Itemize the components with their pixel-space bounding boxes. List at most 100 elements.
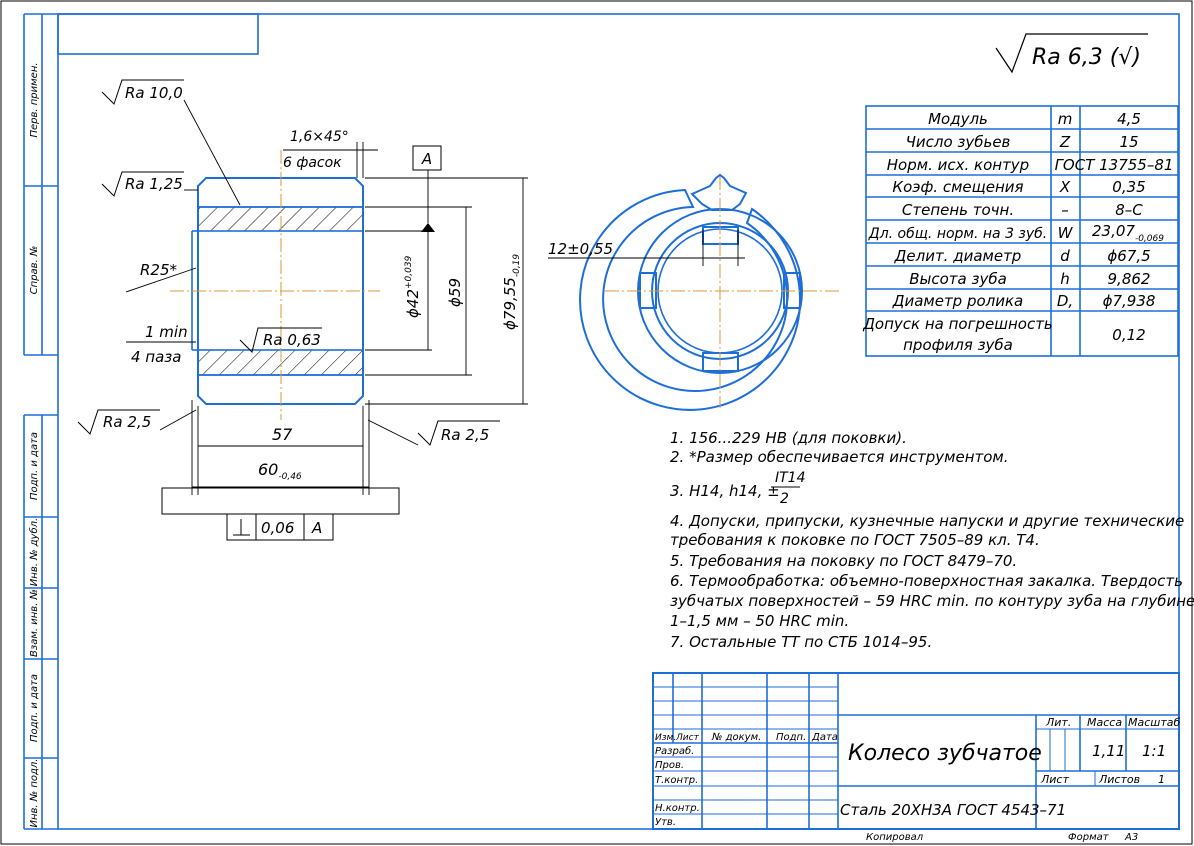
- param-val: 4,5: [1117, 110, 1141, 128]
- bore-diameter: ϕ42+0,039: [404, 255, 422, 318]
- col-header: Лист: [675, 733, 700, 743]
- param-val: 8–C: [1115, 201, 1143, 219]
- param-name: Делит. диаметр: [894, 247, 1022, 265]
- side-label-5: Взам. инв. №: [29, 589, 40, 657]
- general-roughness: Ra 6,3 (√): [995, 33, 1148, 74]
- param-val: 9,862: [1108, 270, 1151, 288]
- part-name: Колесо зубчатое: [848, 741, 1042, 766]
- side-label-6: Подп. и дата: [29, 674, 40, 742]
- param-name-2: профиля зуба: [903, 336, 1013, 354]
- mass-header: Масса: [1087, 716, 1122, 729]
- param-sym: d: [1060, 247, 1070, 265]
- perp-tol-datum: A: [311, 519, 322, 537]
- note-fraction-den: 2: [780, 491, 789, 507]
- col-header: Изм.: [655, 733, 676, 743]
- note-line: 1–1,5 мм – 50 HRC min.: [670, 612, 849, 630]
- col-header: Дата: [811, 732, 838, 743]
- param-val: 0,35: [1112, 178, 1145, 196]
- perp-tolerance-frame: [226, 513, 334, 541]
- note-line: 1. 156...229 HB (для поковки).: [670, 429, 907, 447]
- gear-outline: [197, 177, 364, 405]
- perp-tol-value: 0,06: [261, 519, 294, 537]
- row-label: Пров.: [655, 760, 684, 771]
- param-val: ГОСТ 13755–81: [1055, 156, 1174, 174]
- param-name: Модуль: [928, 110, 988, 128]
- width-60: 60-0,46: [258, 460, 302, 482]
- pitch-diameter: ϕ59: [446, 278, 464, 307]
- row-label: Утв.: [655, 817, 676, 828]
- param-sym: W: [1058, 224, 1074, 242]
- outer-diameter: ϕ79,55-0,19: [501, 254, 522, 330]
- side-label-4: Инв. № дубл.: [28, 518, 40, 586]
- note-line: 4. Допуски, припуски, кузнечные напуски …: [670, 512, 1184, 530]
- sheets-count: 1: [1158, 773, 1165, 786]
- note-line: 5. Требования на поковку по ГОСТ 8479–70…: [670, 552, 1017, 570]
- part-material: Сталь 20ХН3А ГОСТ 4543–71: [840, 801, 1066, 819]
- param-sym: m: [1058, 110, 1073, 128]
- param-sym: D,: [1057, 292, 1073, 310]
- param-name: Норм. исх. контур: [887, 156, 1029, 174]
- sheets-label: Листов: [1098, 773, 1140, 786]
- col-header: Подп.: [776, 732, 806, 743]
- col-header: № докум.: [711, 732, 761, 743]
- note-line: 6. Термообработка: объемно-поверхностная…: [670, 572, 1183, 590]
- section-view: A ϕ42+0,039 ϕ59 ϕ79,55-0,19 1,6×45° 6 фа…: [77, 79, 528, 541]
- row-label: Н.контр.: [655, 803, 700, 814]
- side-label-2: Справ. №: [29, 246, 40, 295]
- side-label-3: Подп. и дата: [29, 432, 40, 500]
- width-57: 57: [272, 425, 293, 444]
- copied-label: Копировал: [866, 832, 924, 843]
- param-val: ϕ67,5: [1107, 247, 1150, 265]
- param-sym: h: [1060, 270, 1070, 288]
- front-view: 12±0,55: [548, 173, 842, 411]
- radius-dim: R25*: [140, 261, 178, 279]
- note-line: 2. *Размер обеспечивается инструментом.: [670, 448, 1009, 466]
- technical-notes: 1. 156...229 HB (для поковки). 2. *Разме…: [670, 429, 1194, 651]
- format-label: Формат: [1068, 832, 1110, 843]
- param-sym: X: [1059, 178, 1071, 196]
- scale-header: Масштаб: [1128, 716, 1180, 729]
- mass-value: 1,11: [1092, 742, 1125, 760]
- title-block: Лит. Масса Масштаб 1,11 1:1 Лист Листов …: [652, 672, 1180, 830]
- lit-header: Лит.: [1045, 716, 1071, 729]
- param-val: ϕ7,938: [1103, 292, 1156, 310]
- top-left-box: [57, 13, 259, 55]
- side-strip: Перв. примен. Справ. № Подп. и дата Инв.…: [23, 13, 58, 830]
- param-name: Число зубьев: [906, 133, 1011, 151]
- param-name: Степень точн.: [902, 201, 1014, 219]
- note-line: требования к поковке по ГОСТ 7505–89 кл.…: [670, 531, 1040, 549]
- roughness-ra-1-25: Ra 1,25: [125, 175, 183, 193]
- side-label-1: Перв. примен.: [29, 62, 40, 137]
- row-label: Т.контр.: [655, 775, 698, 786]
- sheet-label: Лист: [1040, 773, 1069, 786]
- param-name: Диаметр ролика: [892, 292, 1024, 310]
- note-line: 3. H14, h14, ±: [670, 482, 780, 500]
- param-sym: Z: [1059, 133, 1071, 151]
- slot-width-dim: 12±0,55: [548, 240, 613, 258]
- roughness-ra-10: Ra 10,0: [125, 84, 183, 102]
- datum-triangle: [421, 223, 435, 232]
- chamfer-dim: 1,6×45°: [290, 129, 349, 145]
- datum-a-label: A: [421, 150, 432, 168]
- chamfer-count: 6 фасок: [283, 155, 342, 171]
- side-label-7: Инв. № подл.: [29, 759, 40, 828]
- datum-a-box: [412, 145, 442, 171]
- param-name: Дл. общ. норм. на 3 зуб.: [868, 226, 1048, 242]
- param-name: Допуск на погрешность: [862, 315, 1053, 333]
- note-line: зубчатых поверхностей – 59 HRC min. по к…: [670, 592, 1194, 610]
- groove-min: 1 min: [145, 323, 188, 341]
- param-val: 15: [1119, 133, 1138, 151]
- param-name: Коэф. смещения: [892, 178, 1023, 196]
- param-val: 0,12: [1112, 326, 1145, 344]
- row-label: Разраб.: [655, 745, 694, 757]
- param-val: 23,07-0,069: [1092, 222, 1164, 244]
- param-name: Высота зуба: [909, 270, 1007, 288]
- format-value: А3: [1124, 832, 1138, 843]
- scale-value: 1:1: [1142, 742, 1166, 760]
- general-roughness-text: Ra 6,3 (√): [1032, 45, 1141, 70]
- roughness-ra-2-5-left: Ra 2,5: [103, 413, 151, 431]
- note-fraction-num: IT14: [775, 470, 806, 486]
- note-line: 7. Остальные ТТ по СТБ 1014–95.: [670, 633, 932, 651]
